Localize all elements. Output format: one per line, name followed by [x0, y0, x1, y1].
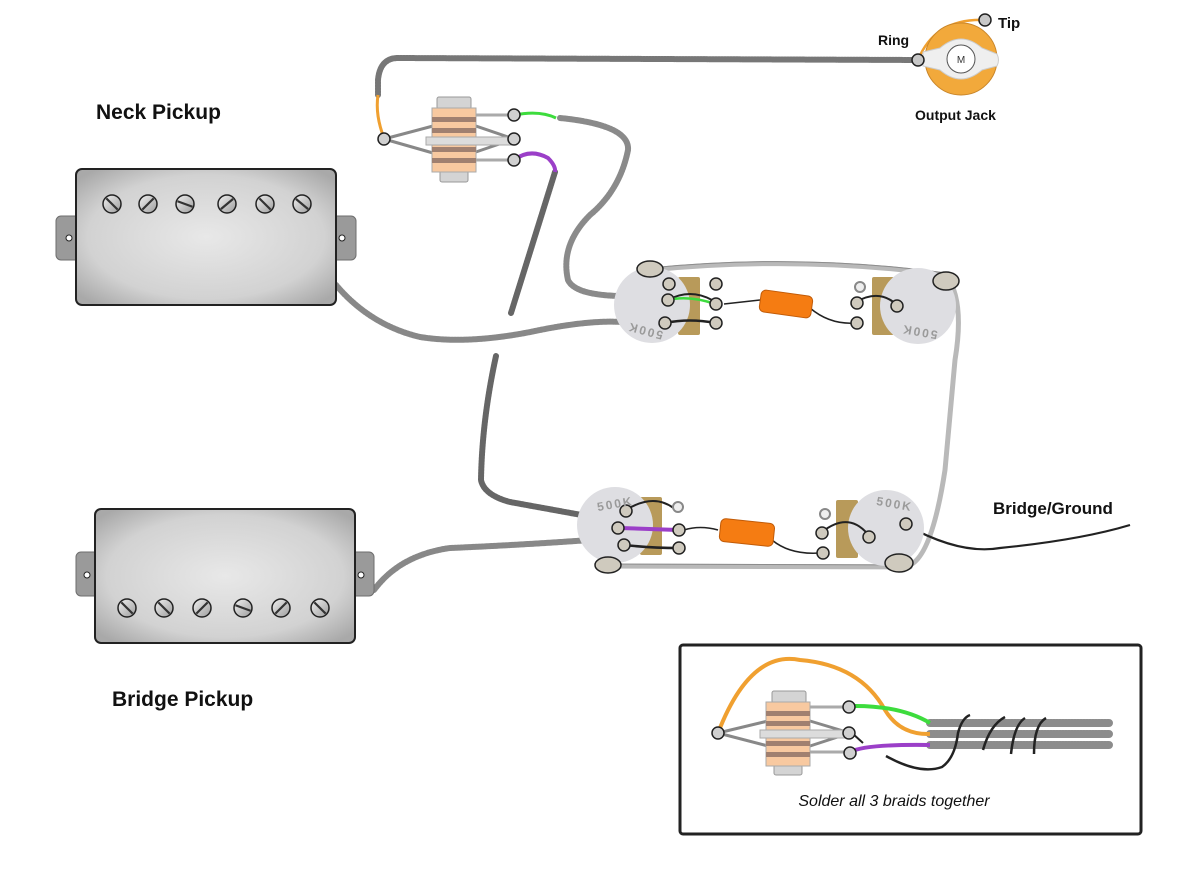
screw-slot — [313, 601, 327, 615]
screw-slot — [120, 601, 134, 615]
ring-label: Ring — [878, 32, 909, 48]
switch-lug-bottom — [507, 153, 521, 167]
neck-pickup-label: Neck Pickup — [96, 101, 221, 124]
toggle-switch — [375, 94, 558, 183]
cable-bridge-pickup — [371, 537, 593, 593]
bridge-pickup-label: Bridge Pickup — [112, 688, 253, 711]
screw-slot — [258, 197, 272, 211]
cable-jack-to-switch — [375, 54, 921, 98]
screw-slot — [235, 604, 251, 612]
output-jack: M — [911, 13, 999, 96]
screw-slot — [177, 200, 193, 208]
cable-switch-to-neck-volume — [557, 115, 631, 299]
pot-neck-volume: 500K — [614, 260, 723, 343]
jack-tip-lug — [978, 13, 992, 27]
pot-value-label: 500K — [875, 494, 914, 514]
pot-value-label: 500K — [900, 322, 939, 342]
screw-slot — [274, 601, 288, 615]
braided-cables — [333, 54, 921, 593]
wire-bridge-ground — [905, 523, 1131, 551]
cable-switch-to-bridge-volume-a — [508, 169, 558, 316]
pot-bridge-tone: 500K — [771, 490, 924, 573]
bridge-ground-label: Bridge/Ground — [993, 499, 1113, 518]
pot-value-label: 500K — [596, 494, 635, 514]
jack-ring-lug — [911, 53, 925, 67]
switch-lug-top — [507, 108, 521, 122]
pot-bridge-volume: 500K — [577, 487, 719, 574]
screw-slot — [220, 198, 234, 210]
pot-neck-tone: 500K — [723, 268, 960, 344]
jack-center-label: M — [957, 55, 965, 66]
screw-slot — [295, 198, 309, 210]
neck-pickup — [55, 168, 357, 306]
inset-braid-detail: Solder all 3 braids together — [678, 643, 1143, 836]
screw-slot — [141, 197, 155, 211]
bridge-pickup — [75, 508, 375, 644]
screw-slot — [157, 601, 171, 615]
output-jack-label: Output Jack — [915, 107, 996, 123]
screw-slot — [195, 601, 209, 615]
screw-slot — [105, 197, 119, 211]
cable-neck-pickup — [333, 282, 625, 343]
switch-lug-middle — [507, 132, 521, 146]
capacitor-neck — [758, 289, 814, 319]
switch-lug-common — [377, 132, 391, 146]
tip-label: Tip — [998, 15, 1020, 32]
inset-caption: Solder all 3 braids together — [798, 793, 990, 810]
capacitor-bridge — [718, 518, 776, 547]
cable-switch-to-bridge-volume-b — [477, 353, 601, 521]
